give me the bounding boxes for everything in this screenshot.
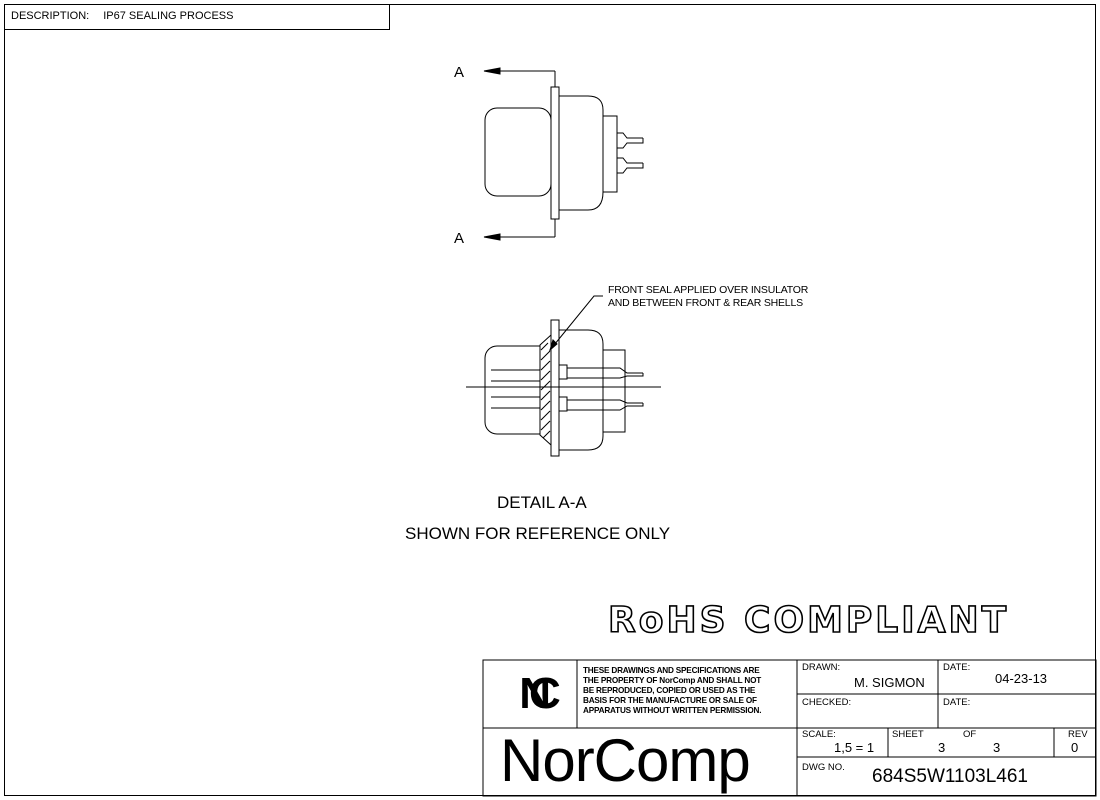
legal-line-5: APPARATUS WITHOUT WRITTEN PERMISSION.	[583, 706, 762, 715]
company-name: NorComp	[500, 727, 751, 794]
seal-note-line-1: FRONT SEAL APPLIED OVER INSULATOR	[608, 284, 809, 296]
dwg-no-label: DWG NO.	[802, 762, 845, 773]
legal-line-3: BE REPRODUCED, COPIED OR USED AS THE	[583, 686, 756, 695]
section-arrow-bottom	[483, 233, 501, 241]
rohs-compliant-label: RoHS COMPLIANT	[607, 599, 1010, 642]
section-arrow-top	[483, 67, 501, 75]
section-mark-top: A	[454, 64, 464, 81]
dwg-no-value: 684S5W1103L461	[872, 766, 1028, 787]
rev-label: REV	[1068, 729, 1088, 740]
sheet-value: 3	[938, 740, 946, 755]
front-shell-body	[484, 107, 552, 197]
contact-tail-lower	[617, 157, 644, 174]
date-value: 04-23-13	[995, 671, 1048, 686]
contact-tail-upper	[617, 132, 644, 149]
legal-line-4: BASIS FOR THE MANUFACTURE OR SALE OF	[583, 696, 757, 705]
checked-label: CHECKED:	[802, 697, 852, 708]
detail-subtitle: SHOWN FOR REFERENCE ONLY	[405, 524, 671, 543]
description-value: IP67 SEALING PROCESS	[103, 10, 234, 22]
title-block-grid	[482, 659, 1097, 797]
seal-note-arrow	[549, 339, 558, 352]
legal-notice: THESE DRAWINGS AND SPECIFICATIONS ARE TH…	[583, 666, 795, 716]
section-rear-insert	[602, 349, 626, 433]
of-value: 3	[993, 740, 1001, 755]
rear-shell	[559, 95, 604, 211]
seal-note: FRONT SEAL APPLIED OVER INSULATOR AND BE…	[608, 284, 808, 310]
socket-bores	[491, 369, 540, 409]
sheet-label: SHEET	[892, 729, 924, 740]
section-tail-lower	[567, 399, 644, 411]
nc-logo: NC	[519, 669, 582, 718]
rear-insert	[602, 115, 618, 193]
seal-hatching	[540, 342, 551, 439]
seal-note-line-2: AND BETWEEN FRONT & REAR SHELLS	[608, 297, 803, 309]
legal-line-2: THE PROPERTY OF NorComp AND SHALL NOT	[583, 676, 762, 685]
contact-upper-crimp	[558, 364, 568, 380]
drawn-value: M. SIGMON	[854, 675, 925, 690]
section-leaders	[498, 70, 555, 238]
description-label: DESCRIPTION:	[11, 10, 90, 22]
mounting-flange	[550, 86, 560, 220]
rev-value: 0	[1071, 740, 1079, 755]
description-box: DESCRIPTION: IP67 SEALING PROCESS	[4, 4, 390, 30]
of-label: OF	[963, 729, 977, 740]
detail-title: DETAIL A-A	[497, 493, 587, 512]
section-mark-bottom: A	[454, 230, 464, 247]
contact-lower-crimp	[558, 396, 568, 412]
connector-side-view	[484, 70, 644, 238]
logo-letters: NC	[519, 669, 560, 718]
scale-value: 1,5 = 1	[834, 740, 875, 755]
legal-line-1: THESE DRAWINGS AND SPECIFICATIONS ARE	[583, 666, 760, 675]
section-tail-upper	[567, 367, 644, 379]
checked-date-label: DATE:	[943, 697, 971, 708]
connector-section-view	[466, 319, 661, 457]
seal-note-leader	[549, 295, 603, 351]
drawn-label: DRAWN:	[802, 662, 841, 673]
date-label: DATE:	[943, 662, 971, 673]
scale-label: SCALE:	[802, 729, 836, 740]
